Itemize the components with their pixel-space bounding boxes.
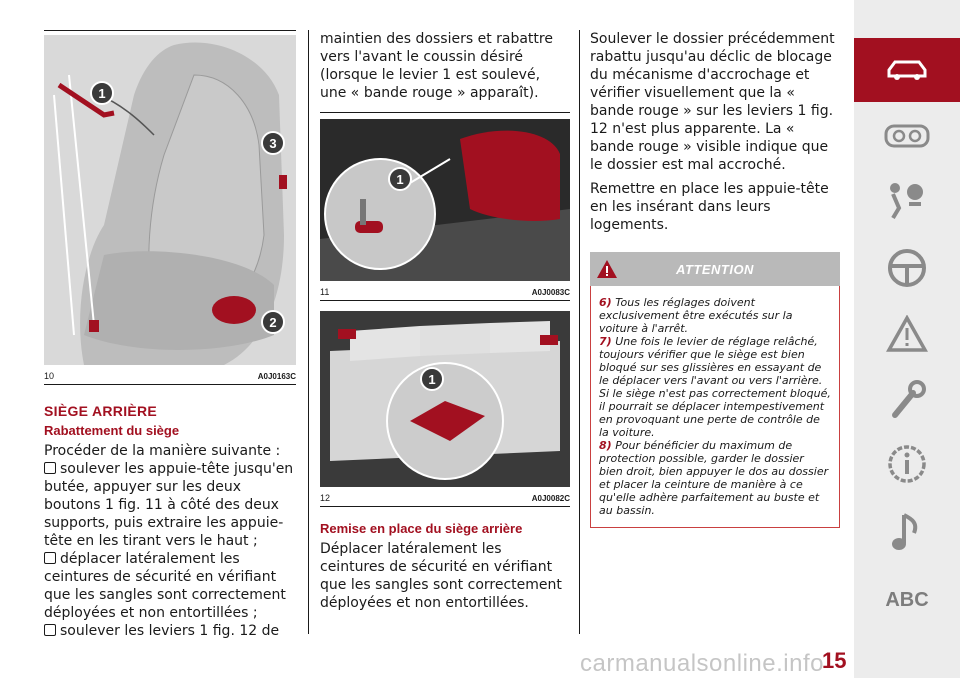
figure-code: A0J0082C bbox=[531, 494, 570, 503]
column-2: maintien des dossiers et rabattre vers l… bbox=[320, 30, 570, 612]
figure-number: 10 bbox=[44, 371, 55, 381]
column-divider bbox=[308, 30, 309, 634]
figure-top-rule bbox=[44, 30, 296, 31]
section-title: SIÈGE ARRIÈRE bbox=[44, 403, 158, 419]
sidebar-item-maintenance[interactable] bbox=[854, 368, 960, 432]
seat-illustration: 1 2 3 bbox=[44, 35, 296, 365]
sidebar-item-technical-data[interactable] bbox=[854, 432, 960, 496]
callout-3: 3 bbox=[269, 136, 276, 151]
sidebar-item-emergency[interactable] bbox=[854, 302, 960, 366]
figure-code: A0J0163C bbox=[257, 372, 296, 381]
body-text: maintien des dossiers et rabattre vers l… bbox=[320, 31, 553, 101]
attention-title: ATTENTION bbox=[676, 261, 754, 277]
figure-number: 11 bbox=[320, 287, 330, 297]
attention-item: 7) Une fois le levier de réglage relâché… bbox=[599, 335, 831, 439]
column-1: 1 2 3 10 A0J0163C SIÈGE ARRIÈRE Rabattem… bbox=[44, 30, 296, 640]
callout-1: 1 bbox=[428, 372, 435, 387]
sidebar-item-car[interactable] bbox=[854, 38, 960, 102]
step-2: déplacer latéralement les ceintures de s… bbox=[44, 551, 286, 621]
rear-seat-illustration: 1 bbox=[320, 311, 570, 487]
figure-11: 1 bbox=[320, 119, 570, 281]
headrest-illustration: 1 bbox=[320, 119, 570, 281]
car-icon bbox=[887, 60, 927, 80]
warning-icon bbox=[596, 259, 618, 283]
figure-10: 1 2 3 bbox=[44, 35, 296, 365]
attention-item: 6) Tous les réglages doivent exclusiveme… bbox=[599, 296, 793, 335]
column-3: Soulever le dossier précédemment rabattu… bbox=[590, 30, 840, 528]
figure-caption: 10 A0J0163C bbox=[44, 365, 296, 385]
bullet-icon bbox=[44, 552, 56, 564]
bullet-icon bbox=[44, 462, 56, 474]
subsection-title: Remise en place du siège arrière bbox=[320, 521, 523, 536]
body-text: Soulever le dossier précédemment rabattu… bbox=[590, 31, 835, 173]
attention-header: ATTENTION bbox=[590, 252, 840, 286]
dashboard-icon bbox=[884, 124, 930, 148]
watermark: carmanualsonline.info bbox=[580, 650, 824, 677]
figure-12: 1 bbox=[320, 311, 570, 487]
column-divider bbox=[579, 30, 580, 634]
info-icon bbox=[888, 445, 926, 483]
page-number: 15 bbox=[822, 648, 847, 673]
sidebar-item-safety[interactable] bbox=[854, 168, 960, 232]
body-text: Déplacer latéralement les ceintures de s… bbox=[320, 541, 562, 611]
attention-box: 6) Tous les réglages doivent exclusiveme… bbox=[590, 286, 840, 528]
step-1: soulever les appuie-tête jusqu'en butée,… bbox=[44, 461, 294, 549]
warning-icon bbox=[886, 315, 928, 352]
figure-caption: 11 A0J0083C bbox=[320, 281, 570, 301]
callout-1: 1 bbox=[396, 172, 403, 187]
sidebar-item-index[interactable]: ABC bbox=[854, 568, 960, 632]
intro-text: Procéder de la manière suivante : bbox=[44, 443, 281, 459]
attention-item: 8) Pour bénéficier du maximum de protect… bbox=[599, 439, 829, 517]
figure-caption: 12 A0J0082C bbox=[320, 487, 570, 507]
figure-number: 12 bbox=[320, 493, 331, 503]
sidebar-item-driving[interactable] bbox=[854, 236, 960, 300]
airbag-icon bbox=[890, 183, 923, 220]
subsection-title: Rabattement du siège bbox=[44, 423, 180, 438]
index-label: ABC bbox=[885, 588, 929, 611]
step-3: soulever les leviers 1 fig. 12 de bbox=[44, 622, 296, 640]
sidebar-item-dashboard[interactable] bbox=[854, 104, 960, 168]
callout-1: 1 bbox=[98, 86, 105, 101]
chapter-sidebar: ABC bbox=[854, 0, 960, 678]
body-text: Remettre en place les appuie-tête en les… bbox=[590, 181, 829, 233]
figure-top-rule bbox=[320, 112, 570, 113]
wrench-icon bbox=[892, 380, 926, 418]
steering-wheel-icon bbox=[888, 249, 926, 287]
sidebar-item-multimedia[interactable] bbox=[854, 500, 960, 564]
music-note-icon bbox=[892, 513, 918, 550]
callout-2: 2 bbox=[269, 315, 276, 330]
figure-code: A0J0083C bbox=[531, 288, 570, 297]
bullet-icon bbox=[44, 624, 56, 636]
